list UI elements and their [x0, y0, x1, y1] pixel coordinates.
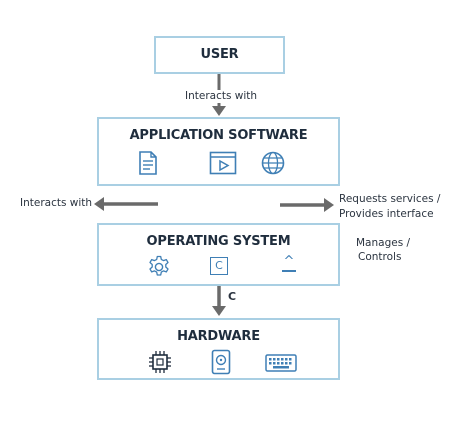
gear-icon: [149, 255, 169, 276]
application-title: APPLICATION SOFTWARE: [129, 128, 308, 143]
hardware-title: HARDWARE: [177, 329, 260, 344]
left-arrow: [94, 197, 158, 211]
application-box: APPLICATION SOFTWARE: [97, 117, 340, 186]
label-right-line2: Provides interface: [339, 208, 434, 220]
label-left-interacts: Interacts with: [20, 197, 93, 209]
label-manages: Manages /: [356, 237, 411, 249]
cpu-chip-icon: [149, 351, 171, 373]
os-box: OPERATING SYSTEM C ^: [97, 223, 340, 286]
hardware-box: HARDWARE: [97, 318, 340, 380]
caret-glyph: ^: [283, 254, 295, 269]
os-title: OPERATING SYSTEM: [146, 234, 291, 249]
hard-drive-icon: [211, 349, 231, 375]
user-box: USER: [154, 36, 285, 74]
globe-icon: [261, 151, 285, 175]
c-square-icon: C: [210, 257, 228, 275]
keyboard-icon: [265, 354, 297, 372]
media-player-icon: [209, 151, 237, 175]
label-right-line1: Requests services /: [339, 193, 441, 205]
label-os-to-hw: C: [228, 290, 237, 303]
down-arrow-os-hw: [212, 286, 226, 316]
document-icon: [139, 151, 157, 175]
right-arrow: [280, 198, 334, 212]
user-title: USER: [200, 47, 239, 62]
label-controls: Controls: [358, 251, 402, 263]
caret-icon: ^: [282, 255, 296, 272]
label-user-to-app: Interacts with: [183, 90, 260, 103]
c-square-letter: C: [215, 259, 223, 272]
